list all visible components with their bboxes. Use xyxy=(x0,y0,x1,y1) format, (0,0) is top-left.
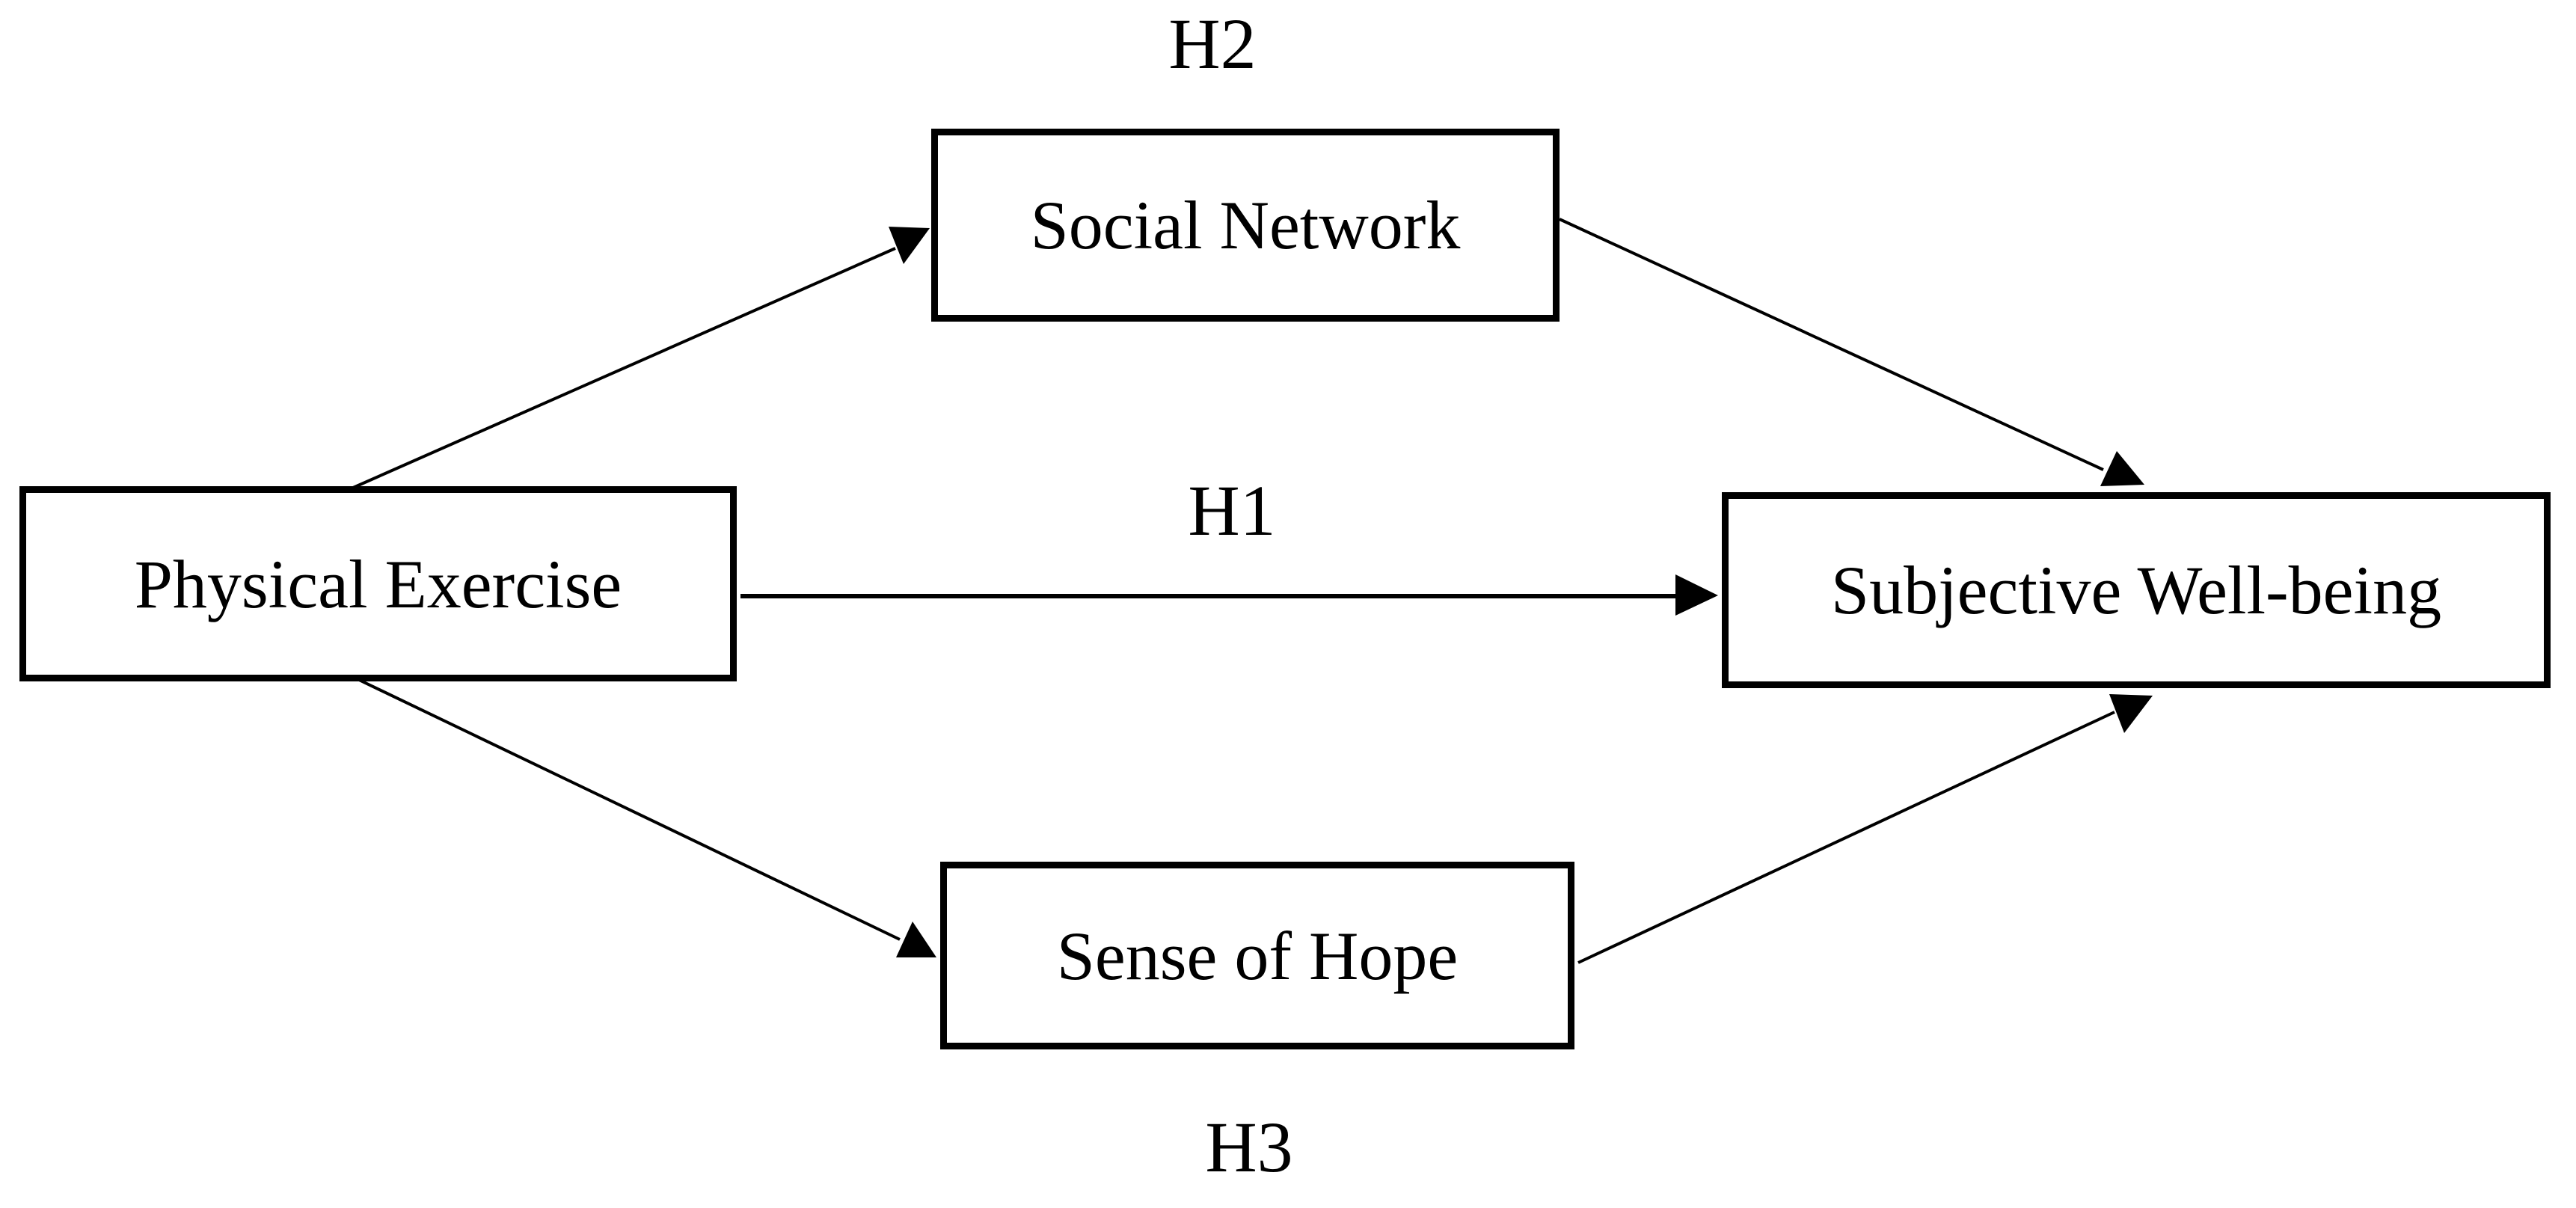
node-sense-of-hope: Sense of Hope xyxy=(940,862,1574,1049)
arrowhead-icon xyxy=(896,922,936,957)
node-label: Sense of Hope xyxy=(1056,917,1459,994)
hypothesis-label-h2: H2 xyxy=(1168,4,1257,84)
arrow-physical-exercise-to-subjective-well-being xyxy=(740,574,1718,616)
arrow-physical-exercise-to-social-network xyxy=(352,227,930,489)
node-social-network: Social Network xyxy=(931,129,1560,322)
node-label: Social Network xyxy=(1030,187,1461,263)
node-physical-exercise: Physical Exercise xyxy=(19,486,737,681)
arrowhead-icon xyxy=(1675,574,1718,616)
hypothesis-label-h3: H3 xyxy=(1205,1107,1293,1187)
hypothesis-label-h1: H1 xyxy=(1188,470,1276,551)
node-subjective-well-being: Subjective Well-being xyxy=(1722,492,2551,688)
arrowhead-icon xyxy=(2100,451,2144,486)
arrow-sense-of-hope-to-subjective-well-being xyxy=(1577,694,2153,964)
arrowhead-icon xyxy=(2109,694,2153,733)
arrow-physical-exercise-to-sense-of-hope xyxy=(357,678,936,957)
node-label: Physical Exercise xyxy=(134,545,622,622)
arrow-social-network-to-subjective-well-being xyxy=(1559,218,2144,486)
node-label: Subjective Well-being xyxy=(1830,552,2442,628)
arrowhead-icon xyxy=(889,227,930,264)
